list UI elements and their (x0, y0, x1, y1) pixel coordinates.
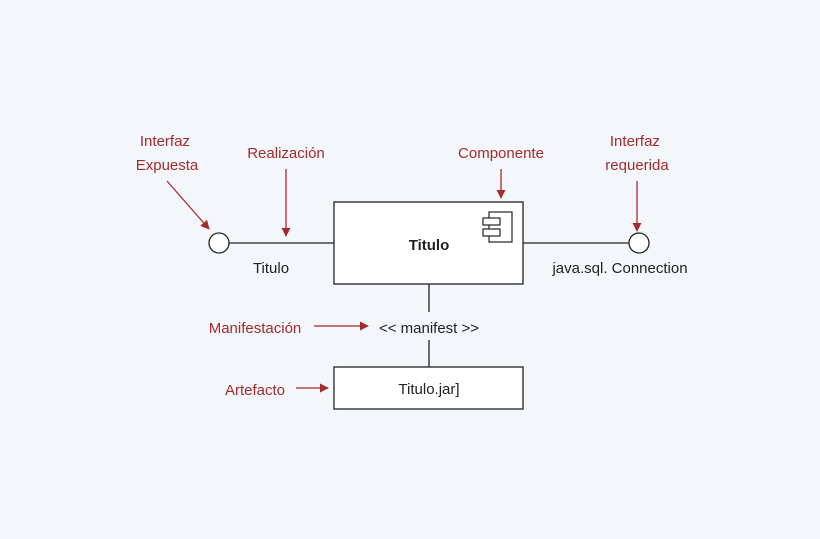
annotation-realization: Realización (247, 145, 325, 162)
annotation-required-interface: Interfaz requerida (605, 133, 669, 174)
required-interface-circle (628, 232, 650, 254)
annotation-component: Componente (458, 145, 544, 162)
annotation-manifestation: Manifestación (209, 320, 302, 337)
arrow-provided-interface (166, 180, 210, 230)
component-box: Titulo (333, 201, 524, 285)
annotation-required-interface-line2: requerida (605, 157, 669, 174)
annotation-required-interface-line1: Interfaz (610, 133, 660, 150)
provided-interface-circle (208, 232, 230, 254)
artifact-name: Titulo.jar] (398, 381, 459, 398)
component-name: Titulo (409, 237, 450, 254)
provided-interface-label: Titulo (253, 260, 289, 277)
component-icon (482, 211, 513, 243)
annotation-provided-interface-line1: Interfaz (140, 133, 190, 150)
artifact-box: Titulo.jar] (333, 366, 524, 410)
annotation-artifact: Artefacto (225, 382, 285, 399)
manifest-label: << manifest >> (379, 320, 479, 337)
annotation-provided-interface: Interfaz Expuesta (136, 133, 199, 174)
annotation-provided-interface-line2: Expuesta (136, 157, 199, 174)
required-interface-label: java.sql. Connection (551, 260, 687, 277)
